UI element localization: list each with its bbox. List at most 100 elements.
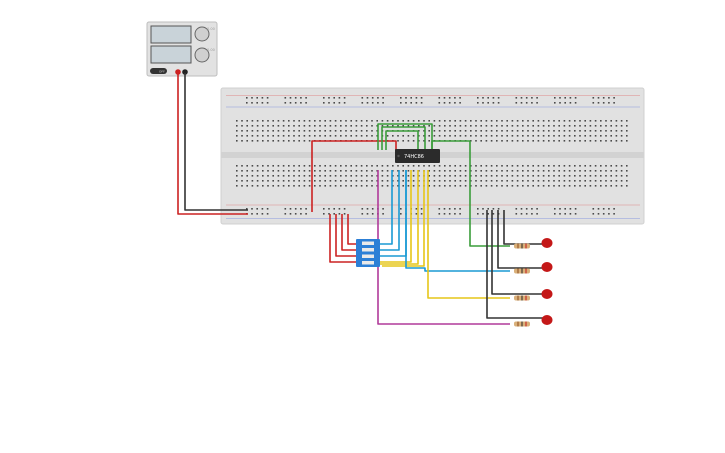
- breadboard-hole[interactable]: [418, 165, 420, 167]
- breadboard-hole[interactable]: [289, 102, 292, 104]
- breadboard-hole[interactable]: [355, 165, 358, 167]
- breadboard-hole[interactable]: [293, 130, 295, 132]
- breadboard-hole[interactable]: [428, 170, 430, 172]
- breadboard-hole[interactable]: [288, 130, 290, 132]
- breadboard-hole[interactable]: [319, 120, 321, 122]
- breadboard-hole[interactable]: [537, 165, 540, 167]
- breadboard-hole[interactable]: [303, 120, 306, 122]
- breadboard-hole[interactable]: [272, 125, 274, 127]
- breadboard-hole[interactable]: [527, 135, 529, 137]
- breadboard-hole[interactable]: [350, 120, 352, 122]
- breadboard-hole[interactable]: [464, 185, 467, 187]
- breadboard-hole[interactable]: [402, 135, 404, 137]
- breadboard-hole[interactable]: [568, 180, 571, 182]
- breadboard-hole[interactable]: [515, 102, 518, 104]
- breadboard-hole[interactable]: [589, 125, 592, 127]
- breadboard-hole[interactable]: [423, 140, 425, 142]
- breadboard-hole[interactable]: [459, 180, 462, 182]
- breadboard-hole[interactable]: [366, 185, 368, 187]
- breadboard-hole[interactable]: [415, 208, 418, 210]
- breadboard-hole[interactable]: [454, 208, 456, 210]
- breadboard-hole[interactable]: [477, 213, 479, 215]
- breadboard-hole[interactable]: [516, 120, 519, 122]
- breadboard-hole[interactable]: [334, 130, 337, 132]
- breadboard-hole[interactable]: [574, 97, 577, 99]
- breadboard-hole[interactable]: [428, 120, 430, 122]
- breadboard-hole[interactable]: [516, 170, 519, 172]
- breadboard-hole[interactable]: [350, 165, 352, 167]
- breadboard-hole[interactable]: [589, 120, 592, 122]
- breadboard-hole[interactable]: [333, 102, 335, 104]
- breadboard-hole[interactable]: [319, 185, 321, 187]
- breadboard-hole[interactable]: [626, 175, 628, 177]
- breadboard-hole[interactable]: [412, 185, 415, 187]
- breadboard-hole[interactable]: [480, 140, 482, 142]
- breadboard-hole[interactable]: [319, 175, 321, 177]
- breadboard-hole[interactable]: [589, 130, 592, 132]
- breadboard-hole[interactable]: [626, 170, 628, 172]
- breadboard-hole[interactable]: [490, 140, 493, 142]
- breadboard-hole[interactable]: [402, 180, 404, 182]
- breadboard-hole[interactable]: [405, 102, 407, 104]
- breadboard-hole[interactable]: [600, 140, 602, 142]
- breadboard-hole[interactable]: [496, 120, 498, 122]
- breadboard-hole[interactable]: [602, 102, 605, 104]
- breadboard-hole[interactable]: [615, 170, 618, 172]
- breadboard-hole[interactable]: [407, 140, 410, 142]
- breadboard-hole[interactable]: [294, 208, 297, 210]
- breadboard-hole[interactable]: [282, 140, 285, 142]
- breadboard-hole[interactable]: [350, 130, 352, 132]
- breadboard-hole[interactable]: [314, 120, 316, 122]
- breadboard-hole[interactable]: [350, 135, 352, 137]
- breadboard-hole[interactable]: [589, 135, 592, 137]
- breadboard-hole[interactable]: [553, 120, 555, 122]
- breadboard-hole[interactable]: [345, 180, 347, 182]
- switch-toggle-4[interactable]: [362, 261, 374, 265]
- breadboard-hole[interactable]: [531, 213, 533, 215]
- breadboard-hole[interactable]: [516, 130, 519, 132]
- breadboard-hole[interactable]: [454, 165, 456, 167]
- breadboard-hole[interactable]: [381, 180, 384, 182]
- breadboard-hole[interactable]: [506, 185, 508, 187]
- breadboard-hole[interactable]: [397, 170, 399, 172]
- breadboard-hole[interactable]: [438, 135, 441, 137]
- breadboard-hole[interactable]: [558, 125, 560, 127]
- breadboard-hole[interactable]: [608, 208, 610, 210]
- breadboard-hole[interactable]: [334, 135, 337, 137]
- breadboard-hole[interactable]: [537, 120, 540, 122]
- breadboard-hole[interactable]: [261, 208, 264, 210]
- breadboard-hole[interactable]: [522, 135, 524, 137]
- breadboard-hole[interactable]: [360, 170, 363, 172]
- breadboard-hole[interactable]: [527, 185, 529, 187]
- breadboard-hole[interactable]: [319, 165, 321, 167]
- breadboard-hole[interactable]: [542, 130, 545, 132]
- breadboard-hole[interactable]: [501, 140, 503, 142]
- breadboard-hole[interactable]: [251, 175, 254, 177]
- breadboard-hole[interactable]: [610, 120, 612, 122]
- breadboard-hole[interactable]: [256, 213, 258, 215]
- breadboard-hole[interactable]: [520, 208, 523, 210]
- breadboard-hole[interactable]: [282, 175, 285, 177]
- breadboard-hole[interactable]: [251, 140, 254, 142]
- breadboard-hole[interactable]: [261, 97, 264, 99]
- breadboard-hole[interactable]: [324, 125, 326, 127]
- breadboard-hole[interactable]: [366, 135, 368, 137]
- breadboard-hole[interactable]: [480, 125, 482, 127]
- breadboard-hole[interactable]: [323, 97, 325, 99]
- breadboard-hole[interactable]: [288, 175, 290, 177]
- breadboard-hole[interactable]: [553, 135, 555, 137]
- breadboard-hole[interactable]: [506, 180, 508, 182]
- breadboard-hole[interactable]: [605, 170, 607, 172]
- breadboard-hole[interactable]: [579, 175, 581, 177]
- breadboard-hole[interactable]: [366, 120, 368, 122]
- breadboard-hole[interactable]: [377, 102, 379, 104]
- voltage-knob[interactable]: [194, 26, 210, 42]
- breadboard-hole[interactable]: [420, 97, 423, 99]
- breadboard-hole[interactable]: [338, 97, 341, 99]
- breadboard-hole[interactable]: [407, 165, 410, 167]
- breadboard-hole[interactable]: [454, 180, 456, 182]
- breadboard-hole[interactable]: [241, 130, 243, 132]
- breadboard-hole[interactable]: [600, 170, 602, 172]
- breadboard-hole[interactable]: [282, 185, 285, 187]
- breadboard-hole[interactable]: [485, 135, 488, 137]
